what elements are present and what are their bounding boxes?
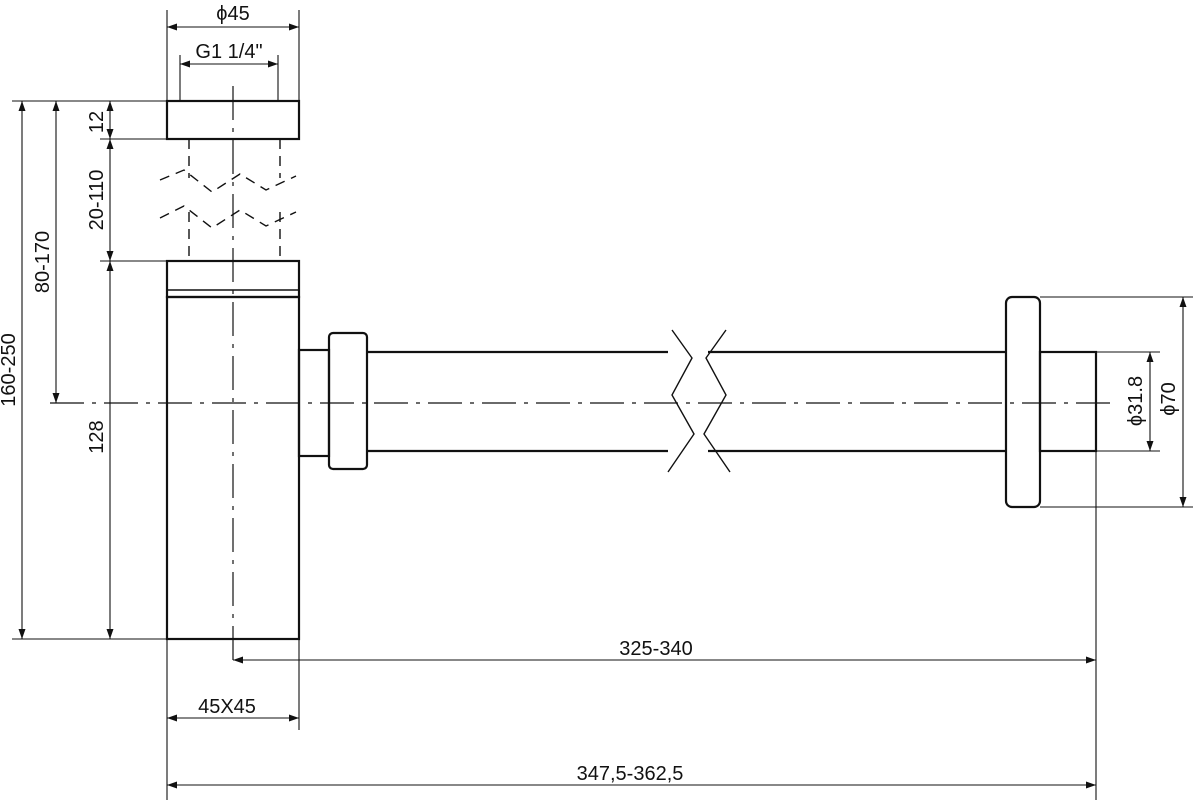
label-cap-height: 12 [86,111,108,133]
label-outlet-reach: 325-340 [619,638,692,660]
pipe-break-left [667,329,695,473]
label-thread: G1 1/4" [195,41,262,63]
wall-flange [1004,295,1042,509]
pipe-break-right [703,329,731,473]
dimension-lines [18,23,1187,789]
label-overall-length: 347,5-362,5 [577,763,684,785]
break-line-lower [159,205,297,229]
extension-tube [188,139,281,262]
label-body-depth: 80-170 [32,231,54,293]
outlet-nut [327,331,369,471]
label-flange-diameter: ϕ70 [1158,382,1180,415]
label-overall-height: 160-250 [0,333,20,406]
dimension-labels: ϕ45 G1 1/4" 160-250 80-170 12 20-110 128… [0,3,1180,785]
label-top-outer-diameter: ϕ45 [216,3,249,25]
label-extension: 20-110 [86,170,108,231]
extension-lines [12,10,1193,800]
label-body-section: 45X45 [198,696,256,718]
trap-geometry [50,86,1112,660]
flange-sleeve [1038,350,1098,453]
label-body-height: 128 [86,420,108,453]
break-line-upper [159,169,297,193]
outlet-pipe [367,350,1006,453]
label-pipe-diameter: ϕ31.8 [1125,376,1147,426]
